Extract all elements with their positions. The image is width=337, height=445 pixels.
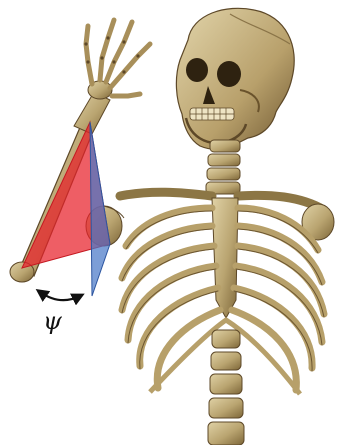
rib-cage xyxy=(122,198,324,445)
skull xyxy=(176,8,294,149)
angle-psi-label: ψ xyxy=(43,309,62,333)
cervical-spine xyxy=(206,140,240,194)
double-headed-curved-arrow xyxy=(40,292,80,300)
